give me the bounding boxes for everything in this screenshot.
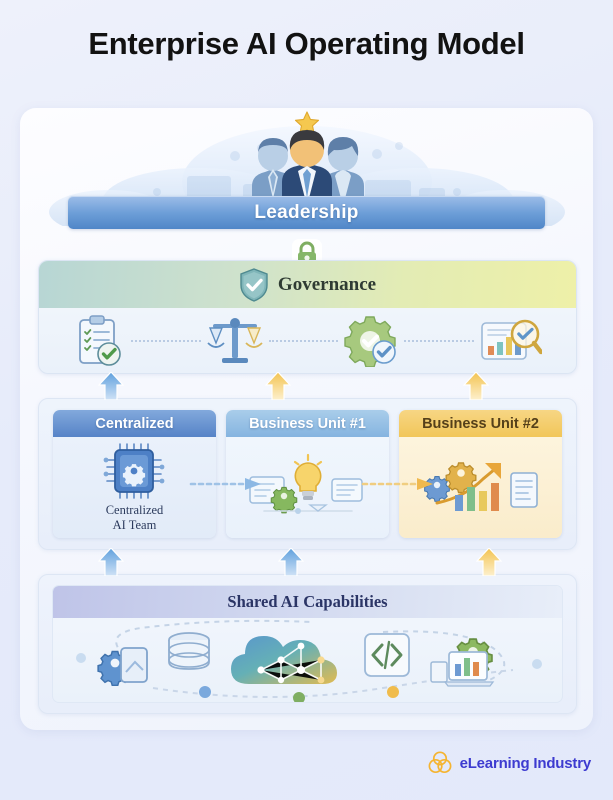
shared-icons-row	[53, 618, 562, 702]
business-units-layer: Centralized	[38, 398, 577, 550]
unit-card-centralized[interactable]: Centralized	[53, 410, 216, 538]
leadership-band: Leadership	[68, 196, 545, 229]
diagram-panel: Leadership Governance	[20, 108, 593, 730]
gear-check-icon	[344, 315, 397, 367]
shared-band: Shared AI Capabilities	[53, 586, 562, 618]
shared-label: Shared AI Capabilities	[227, 592, 388, 611]
shield-check-icon	[240, 267, 268, 302]
governance-icons-row	[39, 308, 576, 373]
governance-layer: Governance	[38, 260, 577, 374]
unit-caption-line2: AI Team	[112, 518, 157, 532]
unit-caption-centralized: Centralized AI Team	[106, 503, 164, 533]
business-units-row: Centralized	[53, 410, 562, 538]
footer-brand-label: eLearning Industry	[459, 754, 592, 772]
code-brackets-icon	[364, 633, 410, 677]
arrow-shared-to-bu2	[476, 548, 502, 576]
unit-header-centralized: Centralized	[53, 410, 216, 437]
database-icon	[168, 632, 210, 670]
laptop-chart-gear-icon	[430, 638, 495, 687]
gear-document-icon	[120, 647, 148, 683]
governance-band: Governance	[39, 261, 576, 308]
unit-card-business-unit-2[interactable]: Business Unit #2	[399, 410, 562, 538]
arrow-bu1-to-bu2	[361, 478, 433, 490]
arrow-shared-to-centralized	[98, 548, 124, 576]
unit-caption-line1: Centralized	[105, 503, 164, 517]
shared-inner-panel: Shared AI Capabilities	[52, 585, 563, 703]
clipboard-checklist-icon	[79, 314, 121, 366]
unit-header-business-unit-1: Business Unit #1	[226, 410, 389, 437]
governance-label: Governance	[277, 273, 377, 295]
leadership-label: Leadership	[254, 201, 359, 223]
connector-dotted	[268, 339, 339, 342]
arrow-bu1-to-governance	[265, 372, 291, 400]
executive-team-icon	[251, 130, 364, 206]
bar-chart-magnifier-icon	[481, 319, 543, 360]
lightbulb-gear-icon	[248, 453, 363, 514]
arrow-centralized-to-bu1	[189, 478, 261, 490]
arrow-shared-to-bu1	[278, 548, 304, 576]
neural-cloud-icon	[231, 636, 337, 684]
page-title: Enterprise AI Operating Model	[88, 26, 525, 61]
footer-logo: eLearning Industry	[427, 750, 591, 776]
connector-dotted	[404, 339, 475, 342]
star-icon	[294, 111, 319, 135]
leadership-layer: Leadership	[20, 108, 593, 229]
shared-icons-svg	[76, 619, 542, 702]
unit-body-centralized: Centralized AI Team	[53, 437, 216, 538]
arrow-centralized-to-governance	[98, 372, 124, 400]
connector-dotted	[131, 339, 201, 342]
shared-capabilities-layer: Shared AI Capabilities	[38, 574, 577, 714]
unit-body-business-unit-1	[226, 437, 389, 538]
unit-card-business-unit-1[interactable]: Business Unit #1	[226, 410, 389, 538]
ai-chip-icon	[103, 443, 164, 499]
three-circles-logo-icon	[428, 751, 452, 774]
unit-header-business-unit-2: Business Unit #2	[399, 410, 562, 437]
arrow-bu2-to-governance	[463, 372, 489, 400]
balance-scales-icon	[207, 317, 263, 363]
